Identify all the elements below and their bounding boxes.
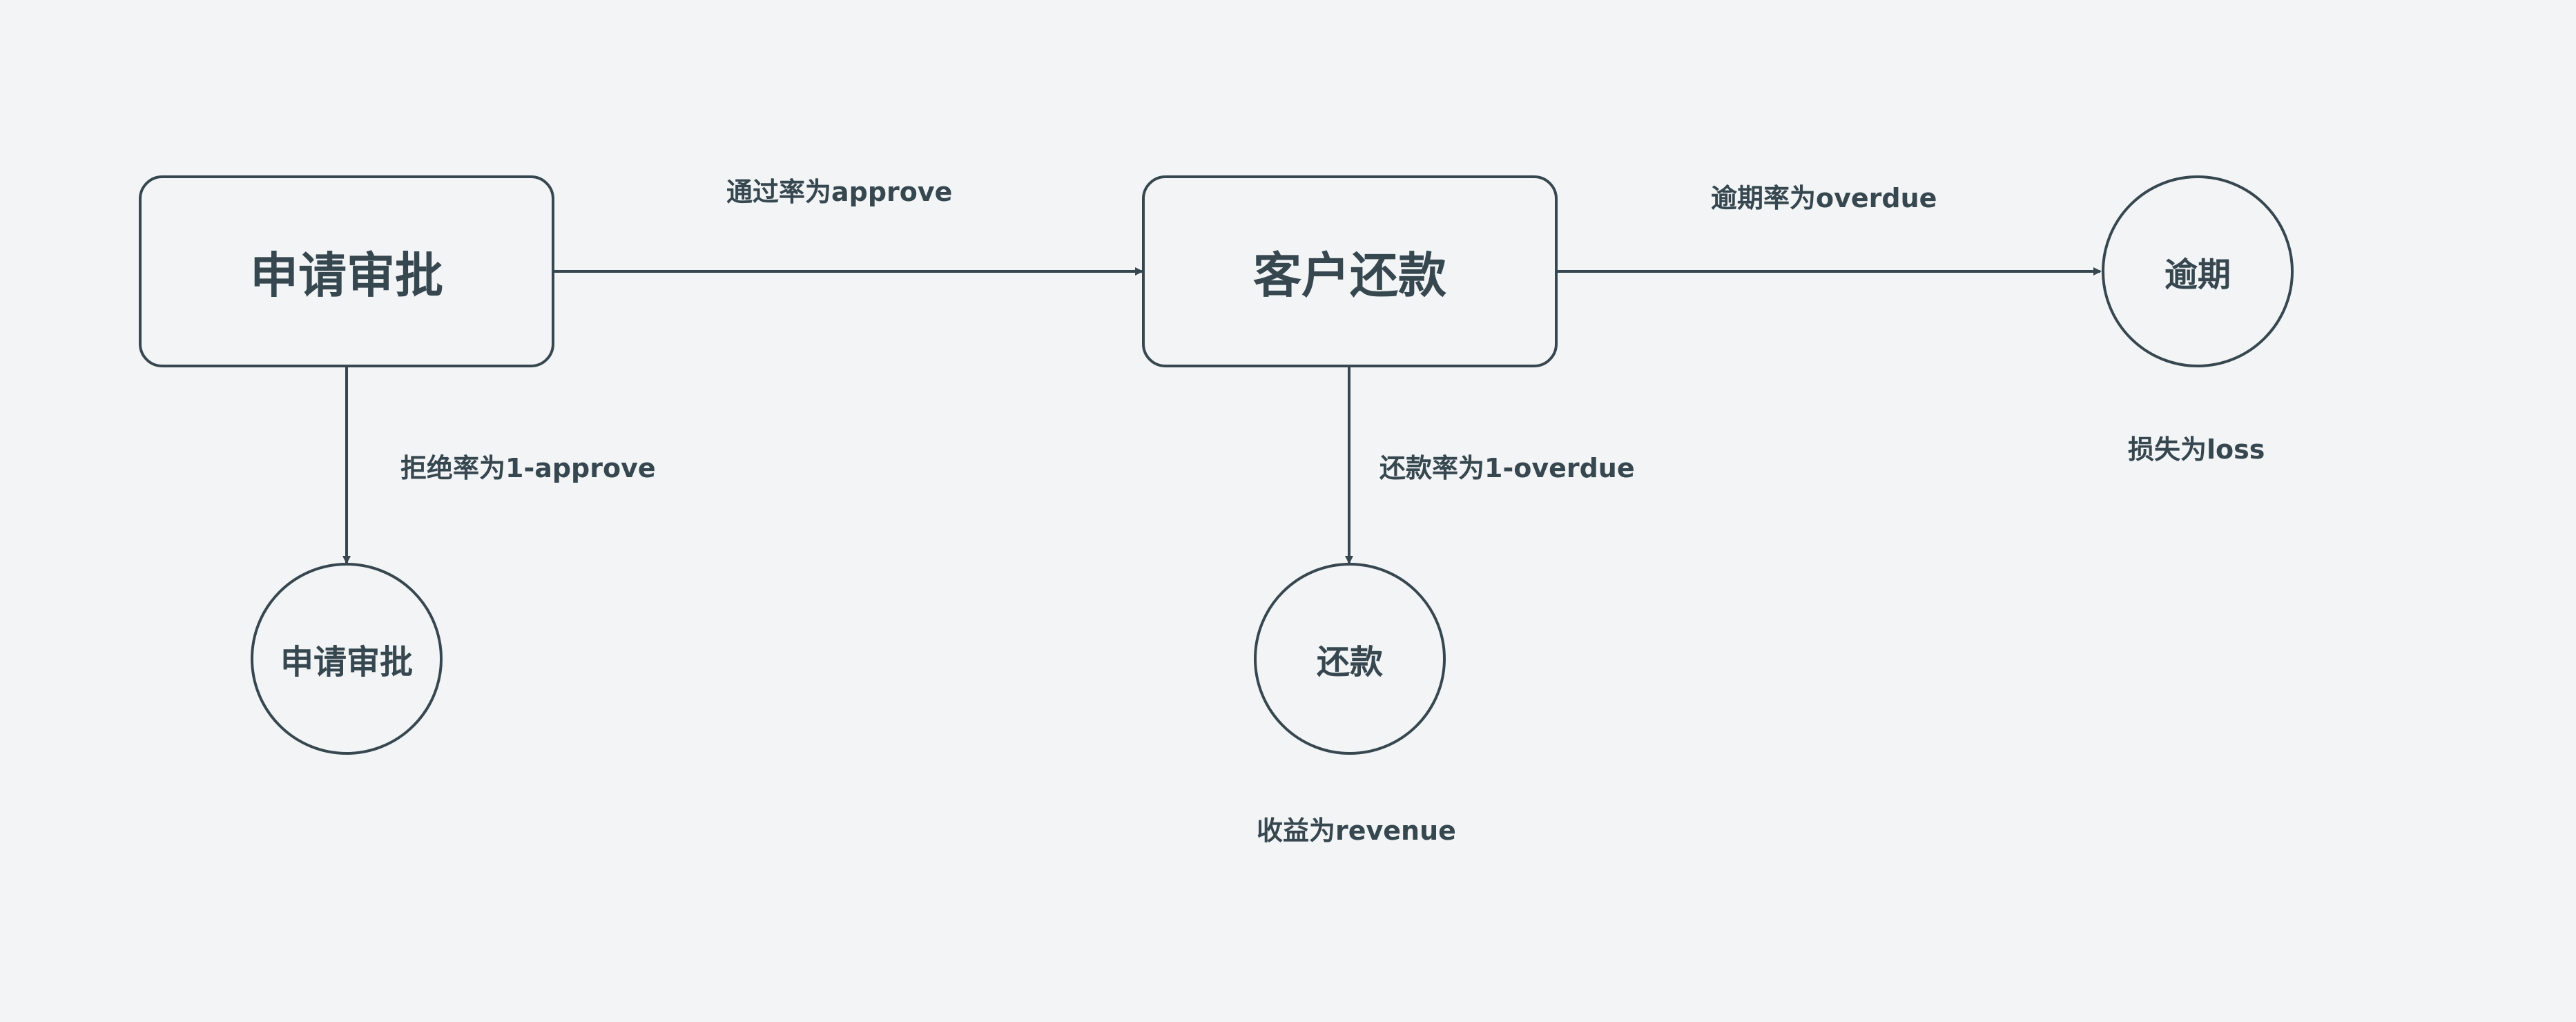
repay-rate-label: 还款率为1-overdue (1379, 453, 1635, 483)
customer-repayment-node[interactable]: 客户还款 (1142, 175, 1558, 367)
loss-label: 损失为loss (2128, 434, 2265, 465)
overdue-rate-label: 逾期率为overdue (1711, 183, 1937, 213)
approve-rate-label: 通过率为approve (726, 177, 953, 207)
revenue-label: 收益为revenue (1257, 816, 1456, 846)
overdue-node[interactable]: 逾期 (2102, 175, 2294, 367)
repaid-node[interactable]: 还款 (1254, 563, 1446, 755)
reject-node[interactable]: 申请审批 (251, 563, 443, 755)
reject-rate-label: 拒绝率为1-approve (400, 453, 656, 483)
apply-approval-node[interactable]: 申请审批 (139, 175, 554, 367)
